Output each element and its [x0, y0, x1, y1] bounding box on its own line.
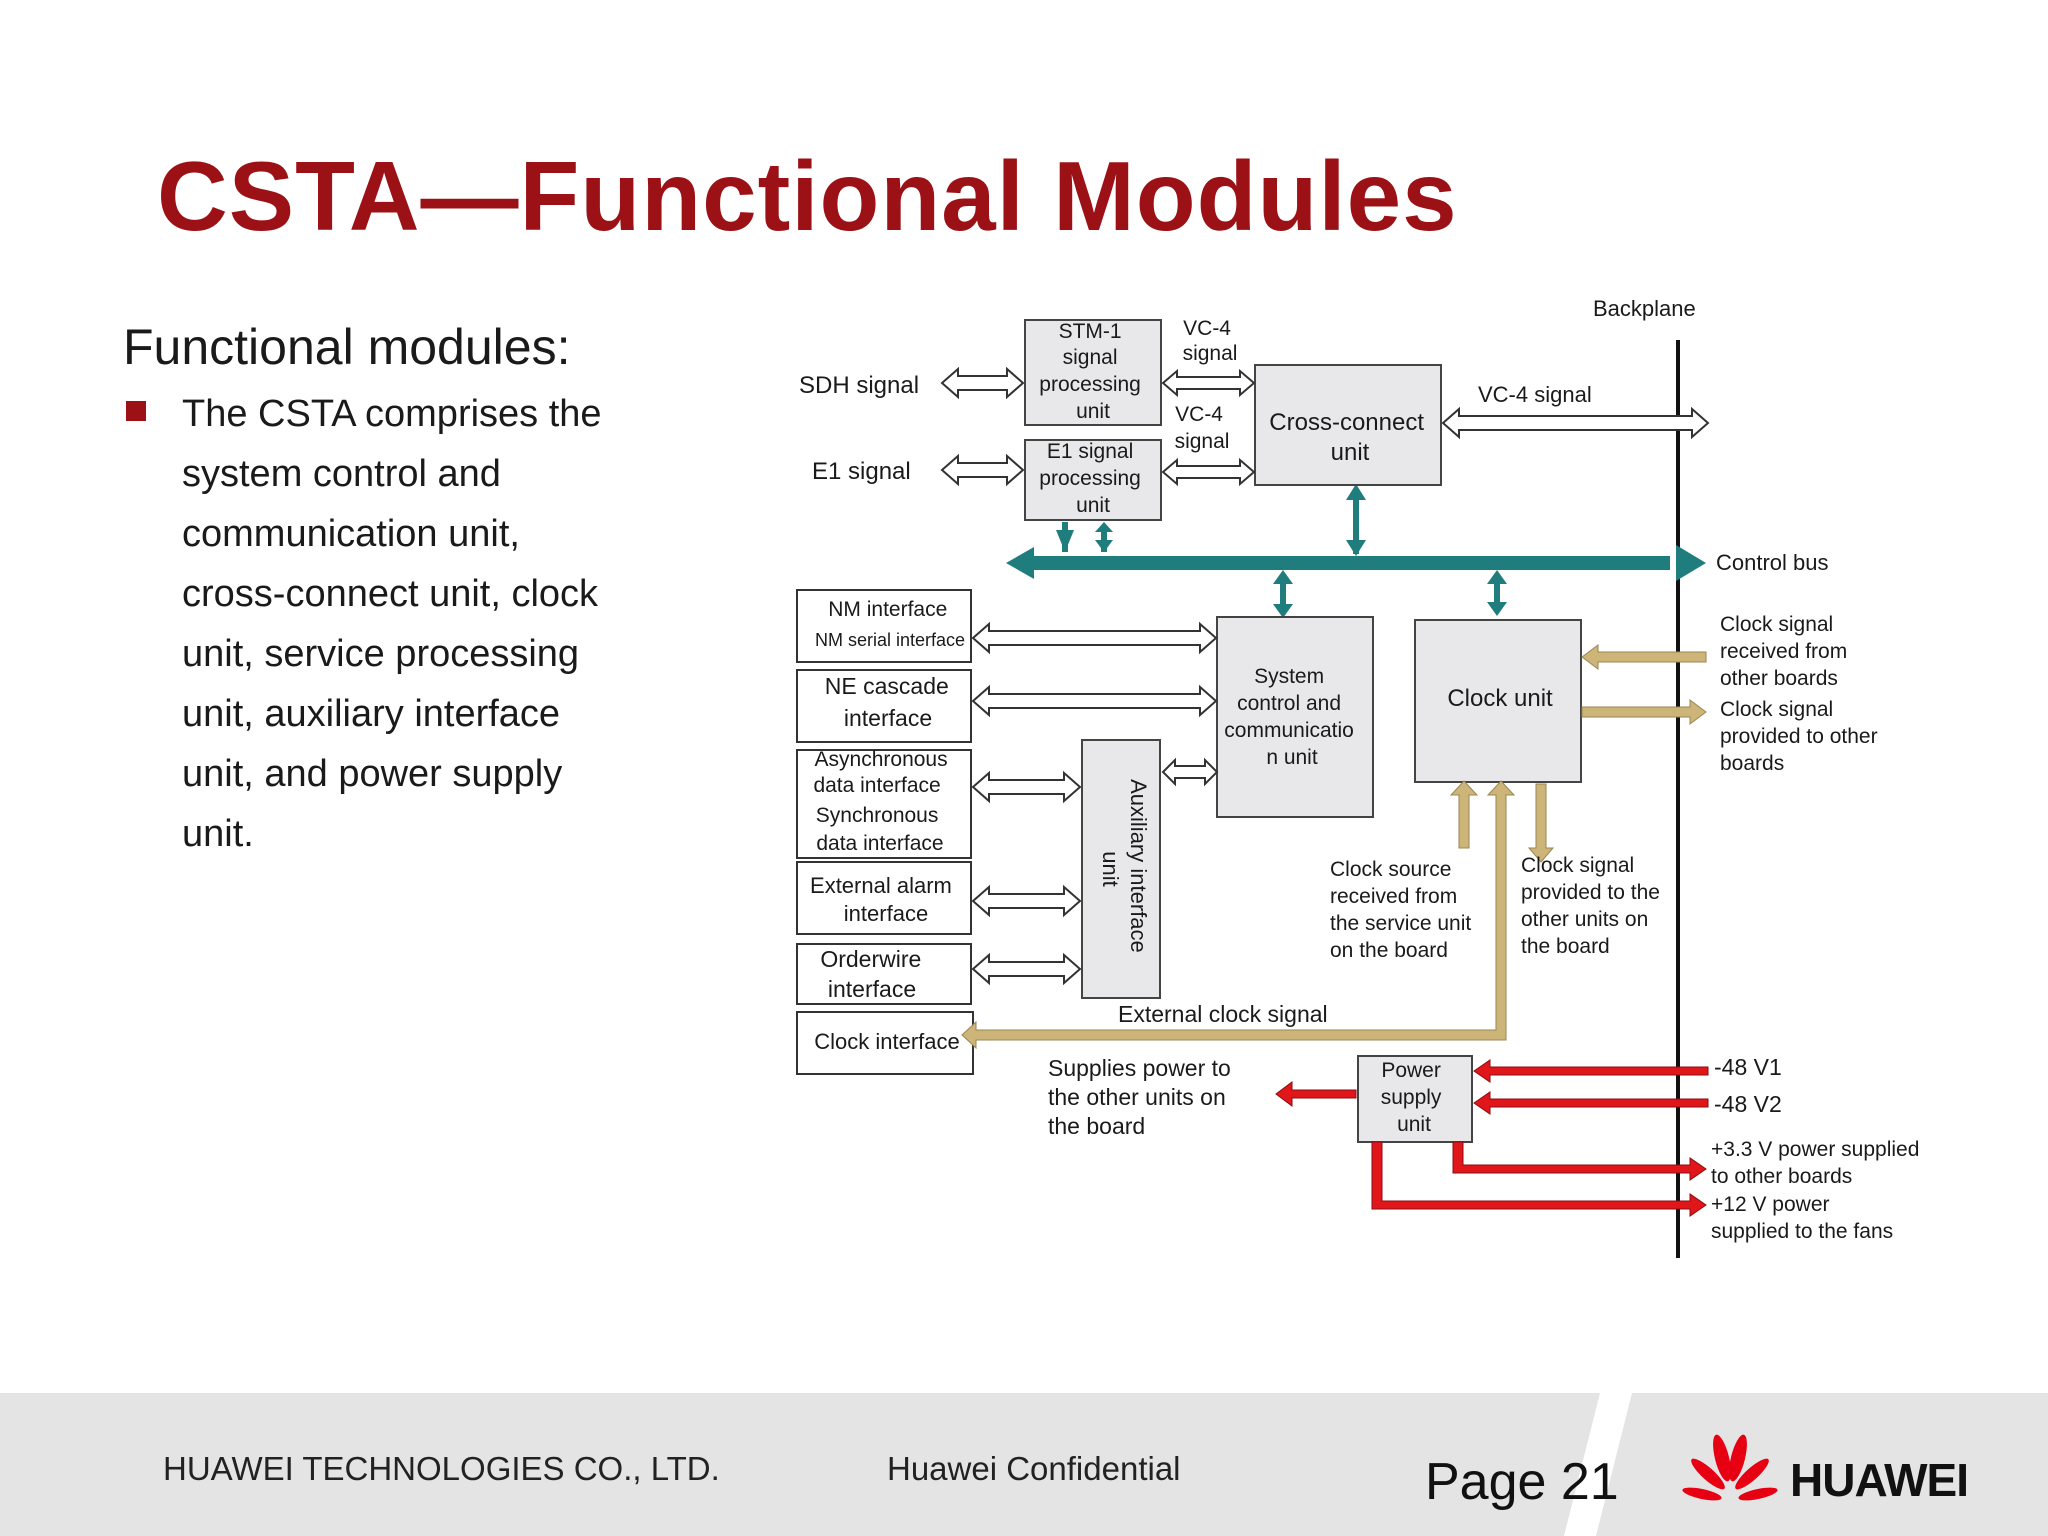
clock-provided-label: Clock signal provided to other boards — [1720, 698, 1883, 775]
cross-connect-label: Cross-connect unit — [1269, 409, 1430, 466]
system-control-label: System control and communicatio n unit — [1224, 665, 1359, 769]
bullet-line: unit, service processing — [182, 633, 580, 675]
power-supply-unit — [1357, 1055, 1473, 1143]
clock-unit-label: Clock unit — [1447, 685, 1553, 712]
v48-2-label: -48 V2 — [1714, 1091, 1782, 1117]
control-bus-label: Control bus — [1716, 550, 1829, 575]
clock-source-label: Clock source received from the service u… — [1330, 858, 1477, 962]
power-arrows — [1275, 1059, 1709, 1217]
bus-connector-arrows — [1056, 484, 1507, 618]
hollow-signal-arrows — [940, 366, 1710, 986]
data-interface-box — [796, 749, 972, 859]
stm1-processing-unit — [1024, 319, 1162, 426]
bullet-line: cross-connect unit, clock — [182, 573, 599, 615]
e1-signal-label: E1 signal — [812, 458, 911, 485]
bullet-line: unit. — [182, 813, 254, 855]
e1-unit-label: E1 signal processing unit — [1039, 440, 1146, 517]
control-bus-arrow — [1006, 545, 1706, 581]
supplies-power-label: Supplies power to the other units on the… — [1048, 1055, 1237, 1139]
bullet-paragraph: The CSTA comprises the system control an… — [182, 384, 682, 864]
clock-received-label: Clock signal received from other boards — [1720, 613, 1853, 690]
huawei-logo-text: HUAWEI — [1790, 1454, 1969, 1506]
footer-confidential: Huawei Confidential — [887, 1450, 1181, 1487]
bullet-line: system control and — [182, 453, 501, 495]
huawei-logo-icon — [1682, 1434, 1778, 1501]
bullet-square-icon — [126, 401, 146, 421]
stm1-label: STM-1 signal processing unit — [1039, 320, 1146, 423]
v12-label: +12 V power supplied to the fans — [1711, 1193, 1893, 1243]
clock-to-units-label: Clock signal provided to the other units… — [1521, 854, 1666, 958]
orderwire-box — [796, 943, 972, 1005]
external-alarm-box — [796, 861, 972, 935]
nm-interface-box — [796, 589, 972, 663]
clock-interface-label: Clock interface — [814, 1029, 960, 1054]
vc4-top-label: VC-4 signal — [1183, 317, 1238, 365]
clock-unit — [1414, 619, 1582, 783]
bullet-line: communication unit, — [182, 513, 520, 555]
data-interface-label: Asynchronous data interface Synchronous … — [813, 748, 953, 855]
cross-connect-unit — [1254, 364, 1442, 486]
page-number: Page 21 — [1425, 1453, 1619, 1511]
clock-interface-box — [796, 1011, 974, 1075]
slide-title: CSTA—Functional Modules — [157, 141, 1458, 251]
subheading: Functional modules: — [123, 319, 571, 375]
v48-1-label: -48 V1 — [1714, 1054, 1782, 1080]
vc4-right-label: VC-4 signal — [1478, 382, 1592, 407]
vc4-mid-label: VC-4 signal — [1175, 403, 1230, 453]
bullet-line: unit, and power supply — [182, 753, 563, 795]
nm-interface-label: NM interface NM serial interface — [815, 598, 965, 650]
external-alarm-label: External alarm interface — [810, 873, 958, 926]
e1-processing-unit — [1024, 439, 1162, 521]
footer-company: HUAWEI TECHNOLOGIES CO., LTD. — [163, 1450, 720, 1487]
bullet-line: The CSTA comprises the — [182, 393, 602, 435]
footer-bar — [0, 1393, 2048, 1536]
bullet-line: unit, auxiliary interface — [182, 693, 561, 735]
backplane-label: Backplane — [1593, 296, 1696, 321]
ne-cascade-label: NE cascade interface — [825, 673, 955, 731]
orderwire-label: Orderwire interface — [820, 946, 927, 1002]
power-unit-label: Power supply unit — [1381, 1059, 1448, 1136]
footer-slash-decoration — [1564, 1393, 1632, 1536]
ne-cascade-box — [796, 669, 972, 743]
auxiliary-unit-label: Auxiliary interface unit — [1098, 779, 1151, 959]
v33-label: +3.3 V power supplied to other boards — [1711, 1138, 1925, 1188]
sdh-signal-label: SDH signal — [799, 372, 919, 399]
auxiliary-interface-unit — [1081, 739, 1161, 999]
external-clock-label: External clock signal — [1118, 1001, 1328, 1027]
system-control-unit — [1216, 616, 1374, 818]
clock-signal-arrows — [961, 644, 1707, 1050]
